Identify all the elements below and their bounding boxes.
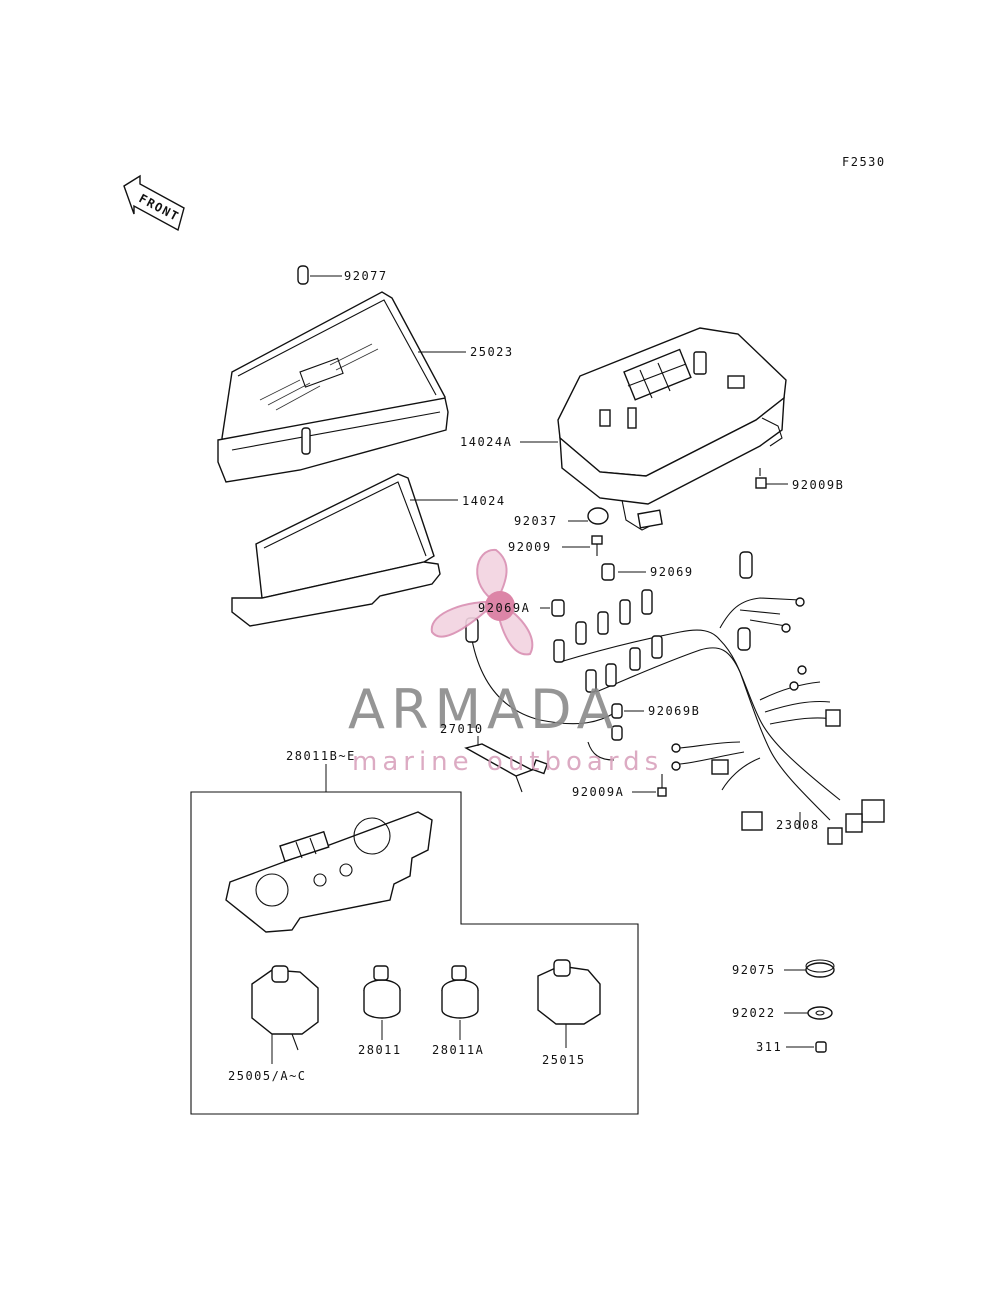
- part-92022-washer: [784, 1006, 833, 1020]
- label-92009B: 92009B: [792, 478, 844, 492]
- label-28011: 28011: [358, 1043, 402, 1057]
- label-25005: 25005/A~C: [228, 1069, 307, 1083]
- part-92009-screw: [562, 535, 603, 556]
- part-92009B-screw: [755, 468, 788, 489]
- part-311-nut: [786, 1041, 827, 1053]
- part-25023-meter-cover: [217, 291, 466, 483]
- label-92069A: 92069A: [478, 601, 530, 615]
- part-92037-clamp: [568, 507, 609, 525]
- label-28011BE: 28011B~E: [286, 749, 356, 763]
- label-92077: 92077: [344, 269, 388, 283]
- label-92009A: 92009A: [572, 785, 624, 799]
- part-92069A-bulb: [540, 599, 565, 617]
- front-arrow-icon: FRONT: [123, 174, 185, 232]
- label-92037: 92037: [514, 514, 558, 528]
- part-28011BE-meter-face: [225, 811, 433, 933]
- label-25015: 25015: [542, 1053, 586, 1067]
- part-25005-meter-unit: [251, 965, 319, 1064]
- label-92075: 92075: [732, 963, 776, 977]
- label-28011A: 28011A: [432, 1043, 484, 1057]
- watermark: ARMADA marine outboards: [348, 548, 663, 777]
- label-92009: 92009: [508, 540, 552, 554]
- label-92022: 92022: [732, 1006, 776, 1020]
- part-92009A-screw: [632, 774, 667, 797]
- figure-id: F2530: [842, 155, 886, 169]
- label-14024A: 14024A: [460, 435, 512, 449]
- part-92075-grommet: [784, 959, 835, 978]
- part-25015-meter-unit: [537, 959, 601, 1048]
- detail-box: [190, 764, 639, 1115]
- part-92069B-bulb: [611, 703, 644, 741]
- label-92069B: 92069B: [648, 704, 700, 718]
- part-14024A-instrument-case: [520, 327, 787, 531]
- watermark-tagline: marine outboards: [352, 747, 663, 777]
- label-311: 311: [756, 1040, 782, 1054]
- part-92077-pin: [297, 265, 342, 285]
- part-92069-bulb: [601, 563, 646, 581]
- label-23008: 23008: [776, 818, 820, 832]
- label-27010: 27010: [440, 722, 484, 736]
- propeller-logo-icon: [430, 548, 534, 656]
- watermark-brand: ARMADA: [348, 678, 620, 741]
- label-92069: 92069: [650, 565, 694, 579]
- label-14024: 14024: [462, 494, 506, 508]
- part-14024-meter-case: [231, 473, 458, 627]
- part-28011-gauge: [363, 965, 401, 1040]
- label-25023: 25023: [470, 345, 514, 359]
- part-27010-sensor: [464, 736, 549, 793]
- part-28011A-gauge: [441, 965, 479, 1040]
